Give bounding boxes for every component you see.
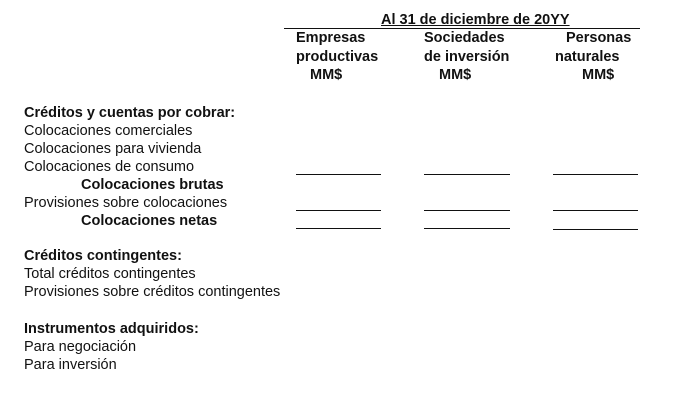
section-title-creditos: Créditos y cuentas por cobrar:: [24, 105, 236, 121]
sum-line: [296, 174, 381, 175]
row-label: Colocaciones para vivienda: [24, 141, 202, 157]
column-unit: MM$: [582, 67, 615, 83]
column-header-empresas: Empresas productivas MM$: [296, 29, 378, 85]
column-header-line: productivas: [296, 48, 379, 65]
section-title-contingentes: Créditos contingentes:: [24, 248, 182, 264]
column-header-line: de inversión: [424, 48, 510, 65]
total-label: Colocaciones netas: [81, 213, 218, 229]
column-unit: MM$: [310, 67, 343, 83]
sum-line: [424, 174, 510, 175]
period-title: Al 31 de diciembre de 20YY: [381, 12, 570, 28]
row-label: Provisiones sobre colocaciones: [24, 195, 228, 211]
column-header-line: Personas: [566, 30, 632, 46]
section-title-instrumentos: Instrumentos adquiridos:: [24, 321, 199, 337]
column-header-line: naturales: [555, 48, 620, 65]
row-label: Colocaciones de consumo: [24, 159, 195, 175]
sum-line: [553, 210, 638, 211]
sum-line: [296, 210, 381, 211]
period-underline: [284, 28, 640, 29]
column-header-line: Empresas: [296, 30, 366, 46]
row-label: Para inversión: [24, 357, 117, 373]
total-line: [296, 228, 381, 229]
column-header-line: Sociedades: [424, 30, 505, 46]
column-unit: MM$: [439, 67, 472, 83]
column-header-sociedades: Sociedades de inversión MM$: [424, 29, 509, 85]
sum-line: [553, 174, 638, 175]
total-line: [424, 228, 510, 229]
row-label: Para negociación: [24, 339, 137, 355]
column-header-personas: Personas naturales MM$: [555, 29, 632, 85]
total-line: [553, 229, 638, 230]
row-label: Colocaciones comerciales: [24, 123, 193, 139]
row-label: Total créditos contingentes: [24, 266, 196, 282]
sum-line: [424, 210, 510, 211]
row-label: Provisiones sobre créditos contingentes: [24, 284, 281, 300]
subtotal-label: Colocaciones brutas: [81, 177, 224, 193]
